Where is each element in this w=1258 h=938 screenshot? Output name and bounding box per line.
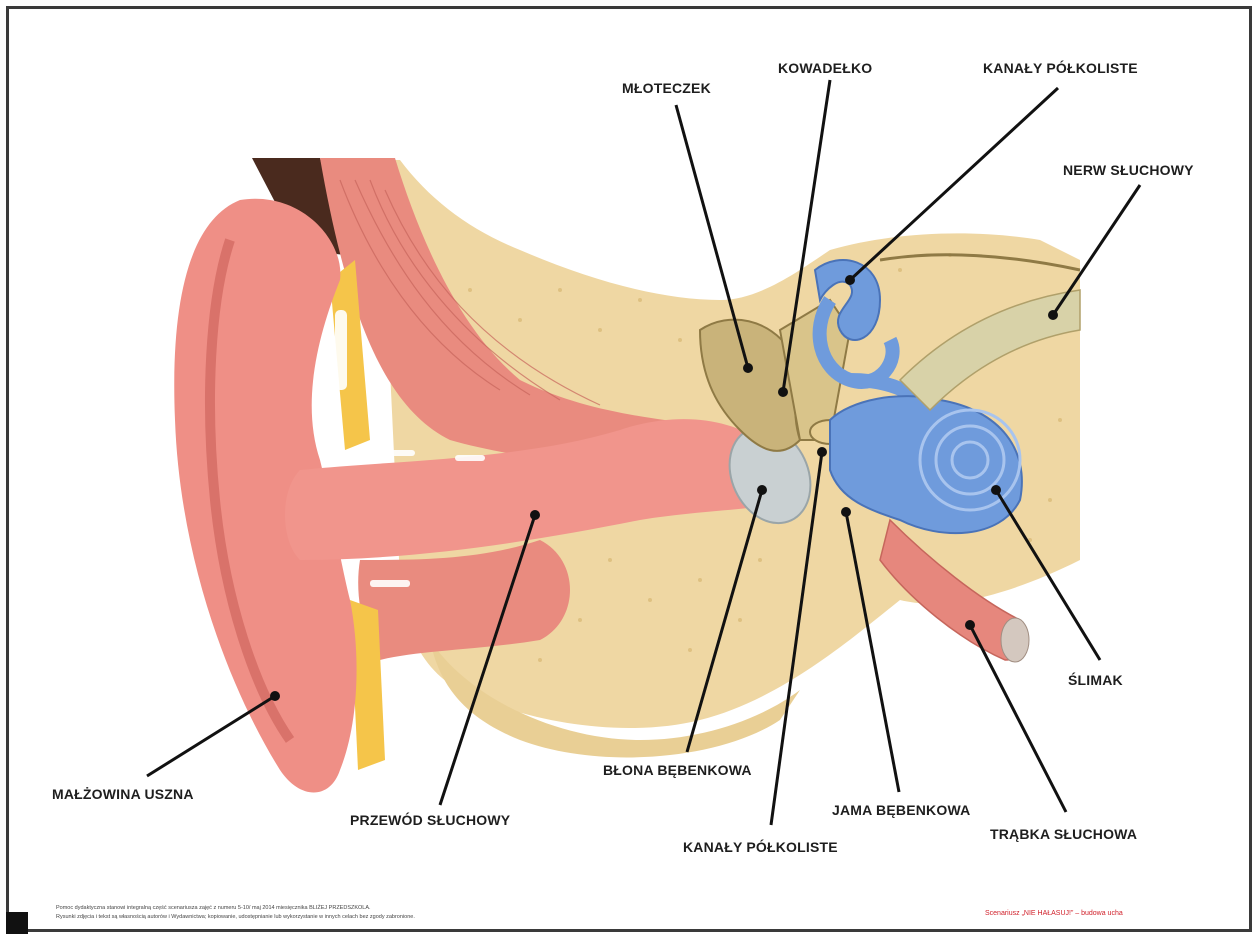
footer-line-1: Pomoc dydaktyczna stanowi integralną czę… — [56, 905, 371, 911]
footer-scenario: Scenariusz „NIE HAŁASUJ!” – budowa ucha — [985, 910, 1123, 917]
label-kowadelko: KOWADEŁKO — [778, 60, 872, 76]
footer-line-2: Rysunki zdjęcia i tekst są własnością au… — [56, 914, 415, 920]
label-przewod-sluchowy: PRZEWÓD SŁUCHOWY — [350, 812, 510, 828]
corner-mark — [6, 912, 28, 934]
label-blona-bebenkowa: BŁONA BĘBENKOWA — [603, 762, 752, 778]
label-kanaly-polkoliste-bottom: KANAŁY PÓŁKOLISTE — [683, 839, 838, 855]
label-malzowina-uszna: MAŁŻOWINA USZNA — [52, 786, 194, 802]
label-mloteczek: MŁOTECZEK — [622, 80, 711, 96]
label-jama-bebenkowa: JAMA BĘBENKOWA — [832, 802, 970, 818]
label-nerw-sluchowy: NERW SŁUCHOWY — [1063, 162, 1194, 178]
label-trabka-sluchowa: TRĄBKA SŁUCHOWA — [990, 826, 1137, 842]
label-slimak: ŚLIMAK — [1068, 672, 1123, 688]
label-kanaly-polkoliste-top: KANAŁY PÓŁKOLISTE — [983, 60, 1138, 76]
